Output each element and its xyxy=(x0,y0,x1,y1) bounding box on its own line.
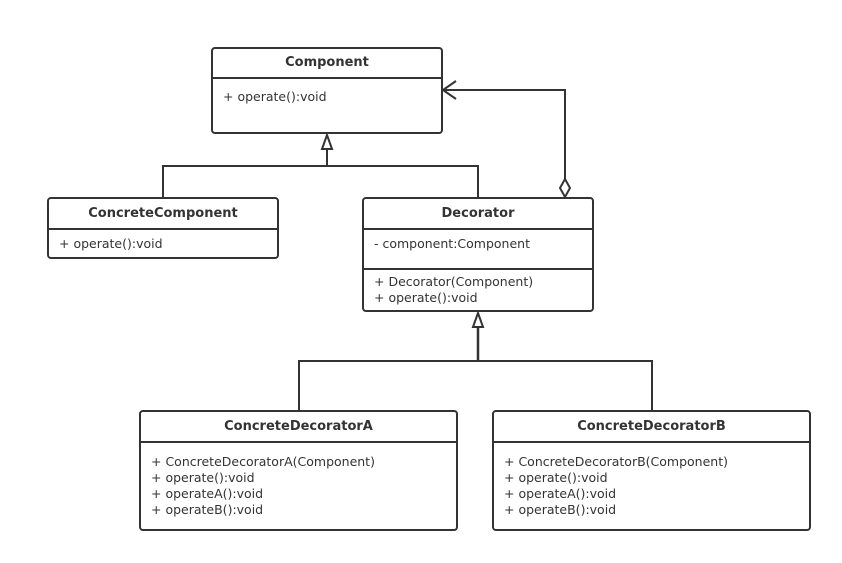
generalization-line-decorator xyxy=(327,165,479,197)
class-concrete-decorator-b[interactable]: ConcreteDecoratorB + ConcreteDecoratorB(… xyxy=(492,410,811,531)
attribute: - component:Component xyxy=(374,236,530,251)
class-name: ConcreteDecoratorA xyxy=(141,412,456,443)
aggregation-diamond xyxy=(558,176,572,200)
class-name: Decorator xyxy=(364,199,592,230)
method: + operateA():void xyxy=(504,486,617,501)
generalization-line-decorator-a xyxy=(298,360,478,410)
method: + ConcreteDecoratorB(Component) xyxy=(504,454,728,469)
class-concrete-component[interactable]: ConcreteComponent + operate():void xyxy=(47,197,279,259)
class-methods: + operate():void xyxy=(49,230,277,252)
method: + operate():void xyxy=(223,89,327,104)
class-attributes: - component:Component xyxy=(364,230,592,270)
class-name: Component xyxy=(213,49,441,79)
class-methods: + operate():void xyxy=(213,79,441,105)
method: + operateB():void xyxy=(151,502,264,517)
generalization-arrowhead-component xyxy=(320,132,334,150)
class-concrete-decorator-a[interactable]: ConcreteDecoratorA + ConcreteDecoratorA(… xyxy=(139,410,458,531)
aggregation-line xyxy=(443,89,566,179)
class-decorator[interactable]: Decorator - component:Component + Decora… xyxy=(362,197,594,312)
method: + operate():void xyxy=(151,470,255,485)
method: + operate():void xyxy=(374,290,478,305)
class-methods: + ConcreteDecoratorB(Component) + operat… xyxy=(494,443,809,518)
method: + operateB():void xyxy=(504,502,617,517)
class-name: ConcreteComponent xyxy=(49,199,277,230)
generalization-arrowhead-decorator xyxy=(471,310,485,328)
association-arrowhead xyxy=(441,80,457,100)
method: + ConcreteDecoratorA(Component) xyxy=(151,454,375,469)
generalization-line-concrete-component xyxy=(162,165,327,197)
class-methods: + ConcreteDecoratorA(Component) + operat… xyxy=(141,443,456,518)
generalization-line-decorator-b xyxy=(478,360,653,410)
method: + operate():void xyxy=(504,470,608,485)
class-name: ConcreteDecoratorB xyxy=(494,412,809,443)
class-methods: + Decorator(Component) + operate():void xyxy=(364,270,592,306)
method: + operate():void xyxy=(59,236,163,251)
class-component[interactable]: Component + operate():void xyxy=(211,47,443,134)
method: + Decorator(Component) xyxy=(374,274,534,289)
method: + operateA():void xyxy=(151,486,264,501)
